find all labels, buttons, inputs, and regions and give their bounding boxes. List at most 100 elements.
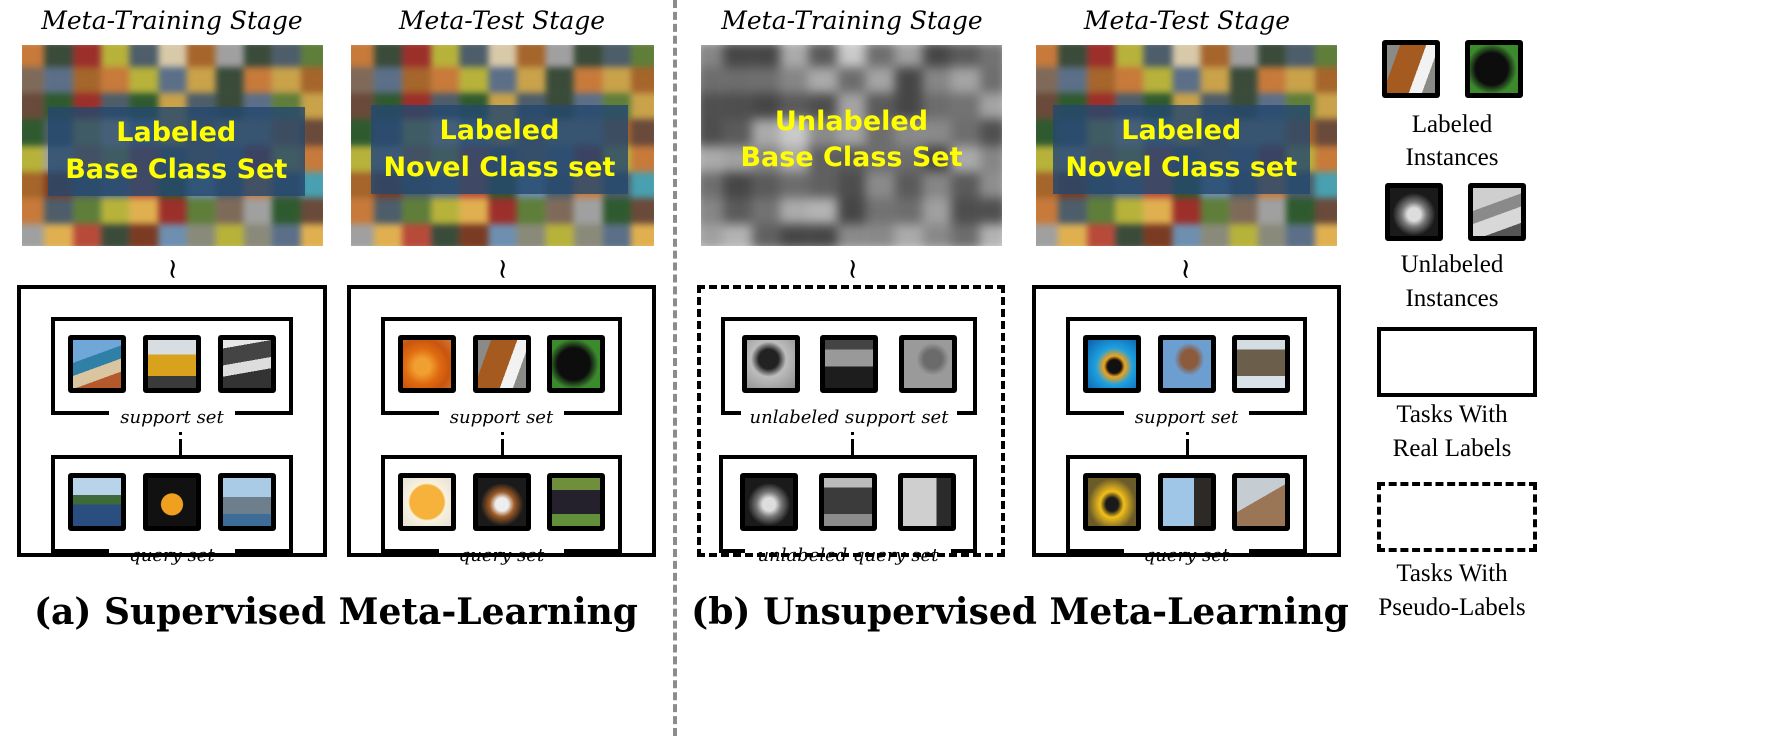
support-set-label: unlabeled support set [749,407,949,428]
dataset-label-line2: Novel Class set [383,152,616,184]
mosaic-tile [545,223,575,246]
image-thumb-beagle-dog [472,473,531,531]
legend-unlabeled-line1: Unlabeled [1400,251,1504,278]
mosaic-tile [129,223,159,246]
sampling-tilde-icon: ~ [157,257,190,281]
mosaic-tile [72,197,102,224]
mosaic-tile [272,223,301,246]
mosaic-tile [780,45,809,68]
mosaic-tile [1229,67,1258,94]
mosaic-tile [574,197,603,224]
query-set-label: query set [1143,545,1230,566]
support-thumbs [51,335,293,393]
mosaic-tile [922,171,952,198]
mosaic-tile [545,197,575,224]
mosaic-tiles [701,45,1002,246]
mosaic-tile [430,223,460,246]
mosaic-tile [1172,45,1201,68]
mosaic-tile [1115,67,1144,94]
mosaic-tile [780,67,809,94]
mosaic-tile [837,223,866,246]
dataset-label-box: Labeled Base Class Set [47,107,305,196]
mosaic-tile [1058,223,1087,246]
legend-labeled-line2: Instances [1405,144,1499,171]
image-thumb-yellow-school-bus [143,335,201,393]
support-set-label: support set [1134,407,1239,428]
mosaic-tile [430,45,460,68]
mosaic-tile [44,45,73,68]
mosaic-tile [351,93,374,120]
mosaic-tile [1086,45,1116,68]
mosaic-tile [602,197,632,224]
task-box-dashed: unlabeled support set unlabeled query se… [697,285,1005,566]
image-thumb-aircraft-carrier [218,473,276,531]
mosaic-tile [808,67,838,94]
mosaic-tile [837,93,866,120]
mosaic-tile [865,145,895,172]
mosaic-tile [951,93,980,120]
query-thumbs [51,473,293,531]
mosaic-tile [922,223,952,246]
legend-labeled-line1: Labeled [1411,111,1493,138]
mosaic-tile [701,145,724,172]
mosaic-tile [751,197,781,224]
mosaic-tile [780,119,809,146]
support-query-connector [1186,439,1189,455]
mosaic-tile [922,145,952,172]
mosaic-tile [780,171,809,198]
mosaic-tile [837,45,866,68]
support-set-label: support set [120,407,224,428]
dataset-label-line1: Labeled [116,117,237,149]
mosaic-tile [894,93,923,120]
mosaic-tile [402,45,431,68]
support-set-frame: support set [51,317,293,428]
mosaic-tile [723,93,752,120]
dataset-label-line1: Unlabeled [774,106,929,138]
mosaic-tile [894,45,923,68]
mosaic-tile [865,45,895,68]
mosaic-tile [922,197,952,224]
query-set-label: query set [458,545,545,566]
mosaic-tile [808,145,838,172]
mosaic-tile [837,119,866,146]
mosaic-tile [215,197,244,224]
mosaic-tile [402,197,431,224]
mosaic-tile [1314,93,1337,120]
mosaic-tile [1143,197,1173,224]
task-box-solid: support set query set [1032,285,1341,566]
mosaic-tile [545,67,575,94]
mosaic-tile [1115,223,1144,246]
legend-solid-task-box [1377,327,1537,397]
mosaic-tile [300,67,323,94]
legend-labeled-thumb-black-dog [1465,40,1523,98]
mosaic-tile [751,119,781,146]
mosaic-tile [186,223,216,246]
mosaic-tile [723,145,752,172]
mosaic-tile [430,197,460,224]
mosaic-tile [101,67,130,94]
mosaic-tile [300,45,323,68]
mosaic-tile [951,197,980,224]
mosaic-tile [351,67,374,94]
mosaic-tile [300,197,323,224]
image-thumb-black-dog-bw [819,473,877,531]
mosaic-tile [186,67,216,94]
mosaic-tile [72,45,102,68]
mosaic-tile [300,223,323,246]
mosaic-tile [402,67,431,94]
mosaic-tile [751,223,781,246]
mosaic-tile [488,45,517,68]
mosaic-tile [101,45,130,68]
mosaic-tile [631,171,654,198]
mosaic-tile [979,197,1002,224]
mosaic-tile [373,197,403,224]
mosaic-tile [1036,45,1059,68]
dataset-mosaic-color: Labeled Novel Class set [1036,45,1337,246]
mosaic-tile [1286,223,1315,246]
mosaic-tile [631,67,654,94]
dataset-mosaic-color: Labeled Novel Class set [351,45,654,246]
mosaic-tile [951,223,980,246]
mosaic-tile [951,67,980,94]
caption-supervised: (a) Supervised Meta-Learning [34,591,638,633]
mosaic-tile [1286,45,1315,68]
